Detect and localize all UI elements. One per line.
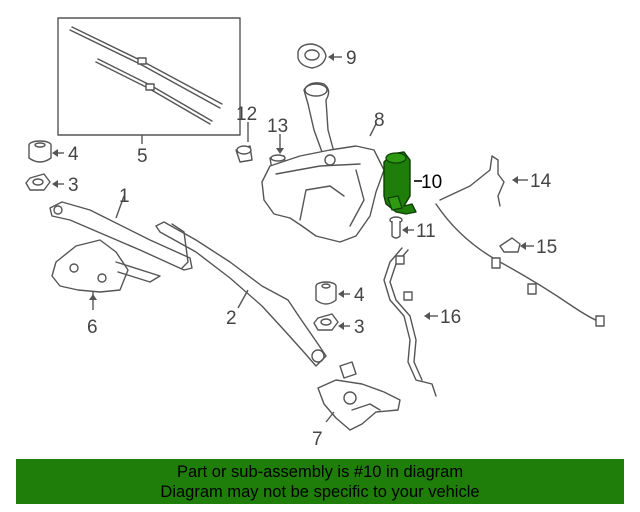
- callout-12: 12: [236, 104, 257, 125]
- part-16-hose: [383, 247, 438, 397]
- callout-9: 9: [346, 48, 357, 69]
- callout-14: 14: [530, 171, 552, 192]
- part-3-nut-upper: [25, 173, 64, 191]
- part-2-wiper-arm: [155, 221, 327, 367]
- callout-8: 8: [374, 110, 385, 131]
- part-6-bracket: [51, 239, 161, 310]
- part-12-plug: [235, 122, 253, 163]
- callout-6: 6: [87, 317, 98, 338]
- callout-3-upper: 3: [68, 175, 79, 196]
- part-4-grommet-upper: [28, 140, 64, 163]
- part-14-hose: [435, 155, 605, 327]
- part-1-wiper-arm: [49, 195, 193, 271]
- callout-1: 1: [119, 186, 130, 207]
- callout-3-lower: 3: [354, 317, 365, 338]
- part-8-reservoir: [261, 82, 385, 243]
- callout-16: 16: [440, 307, 461, 328]
- callout-10: 10: [421, 172, 442, 193]
- info-banner: Part or sub-assembly is #10 in diagram D…: [16, 459, 624, 504]
- callout-13: 13: [267, 116, 288, 137]
- part-11-screw: [389, 216, 414, 239]
- part-7-wiper-motor: [317, 361, 401, 431]
- part-10-washer-pump: [383, 151, 422, 215]
- parts-diagram: 5 4 3 1 6 2: [25, 17, 605, 450]
- callout-4-upper: 4: [68, 144, 79, 165]
- callout-15: 15: [536, 237, 557, 258]
- callout-4-lower: 4: [354, 285, 365, 306]
- part-3-nut-lower: [313, 313, 350, 331]
- part-5-wiper-blades: [57, 17, 241, 144]
- part-9-cap: [297, 43, 342, 69]
- banner-line-1: Part or sub-assembly is #10 in diagram: [176, 463, 464, 481]
- callout-11: 11: [416, 221, 436, 242]
- part-4-grommet-lower: [315, 281, 350, 305]
- part-15-nozzle: [499, 237, 534, 253]
- banner-line-2: Diagram may not be specific to your vehi…: [160, 483, 480, 501]
- callout-7: 7: [312, 429, 323, 450]
- callout-5: 5: [137, 146, 148, 167]
- callout-2: 2: [226, 308, 237, 329]
